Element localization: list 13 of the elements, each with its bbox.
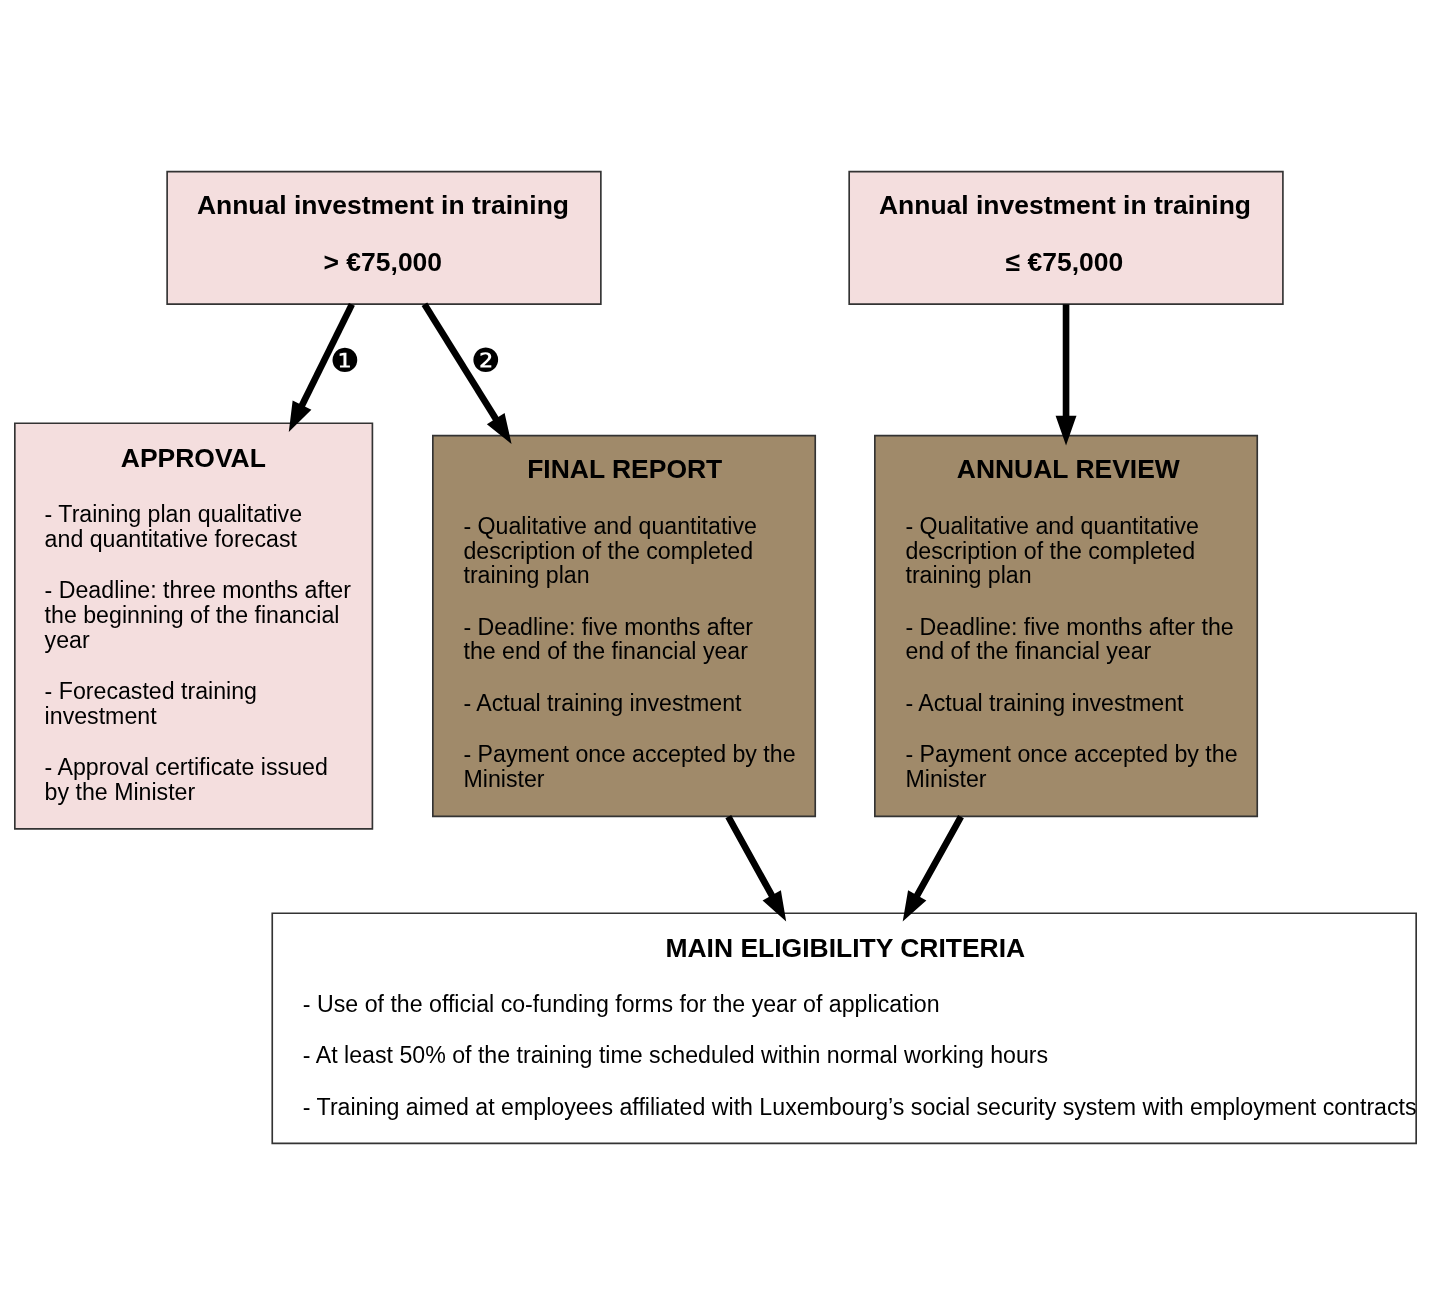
node-box: FINAL REPORT - Qualitative and quantitative description of the completed training plan - Deadline: five months after the end of the financial year - Actual training investment - Payment once accepted by the Minister <box>432 434 817 817</box>
arrow <box>902 814 964 921</box>
arrow <box>288 302 355 432</box>
arrow <box>421 302 512 444</box>
edge-label: ❷ <box>470 340 501 380</box>
node-box: ANNUAL REVIEW - Qualitative and quantitative description of the completed training plan - Deadline: five months after the end of the financial year - Actual training investment - Payment once accepted by the Minister <box>874 434 1259 817</box>
arrow <box>725 814 787 921</box>
edge-label: ❶ <box>330 340 360 380</box>
node-box: APPROVAL - Training plan qualitative and quantitative forecast - Deadline: three months after the beginning of the financial year - Forecasted training investment - Approval certificate issued by the Minister <box>14 421 374 830</box>
node-box: Annual investment in training > €75,000 <box>166 170 602 305</box>
arrow <box>1055 303 1077 446</box>
node-box: MAIN ELIGIBILITY CRITERIA - Use of the official co-funding forms for the year of application - At least 50% of the training time scheduled within normal working hours - Training aimed at employees affiliated with Luxembourg’s social security system with employment contracts <box>271 911 1417 1144</box>
node-box: Annual investment in training ≤ €75,000 <box>848 170 1284 305</box>
